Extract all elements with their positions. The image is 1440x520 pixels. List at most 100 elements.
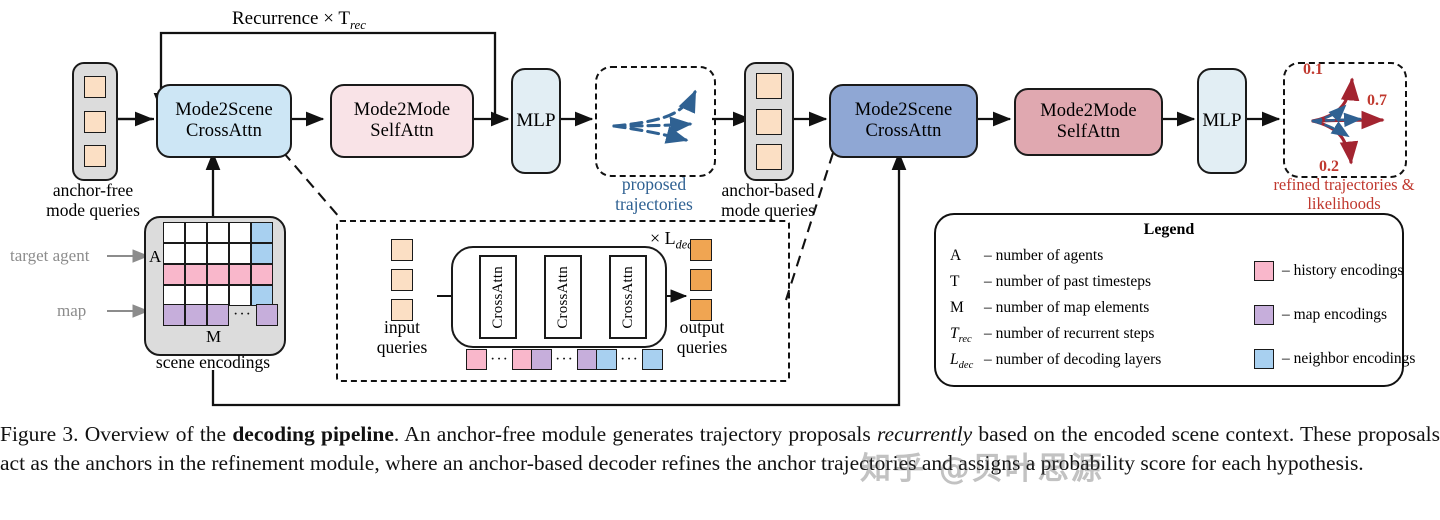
legend-symbol: A	[950, 247, 962, 264]
target-agent-label: target agent	[10, 246, 90, 265]
map-encoding-square	[185, 304, 207, 326]
input-query-square	[391, 269, 413, 291]
neighbor-swatch	[1254, 349, 1274, 369]
grid-cell-neighbor	[251, 243, 273, 264]
block-line-2: CrossAttn	[186, 121, 262, 141]
mode-query-square	[84, 144, 106, 167]
input-queries-stack	[391, 239, 413, 321]
mlp-label: MLP	[1202, 110, 1242, 132]
mlp-label: MLP	[516, 110, 556, 132]
refined-trajectories-box	[1283, 62, 1407, 178]
mode-query-square	[84, 76, 106, 99]
grid-cell-neighbor	[251, 222, 273, 243]
block-line-1: Mode2Scene	[175, 100, 273, 121]
mlp-1[interactable]: MLP	[511, 68, 561, 174]
map-encoding-square	[255, 304, 278, 326]
legend-box: Legend A – number of agents T – number o…	[934, 213, 1415, 387]
legend-text: – number of recurrent steps	[984, 325, 1155, 342]
figure-caption: Figure 3. Overview of the decoding pipel…	[0, 420, 1440, 477]
legend-text: – number of past timesteps	[984, 273, 1152, 290]
grid-cell	[207, 222, 229, 243]
grid-cell	[229, 243, 251, 264]
mode-query-square	[84, 110, 106, 133]
legend-swatch-text: – map encodings	[1282, 306, 1388, 323]
legend-row: Ldec – number of decoding layers	[950, 351, 1240, 377]
grid-cell	[229, 222, 251, 243]
recurrence-text: Recurrence × T	[232, 8, 350, 29]
map-label: map	[57, 301, 87, 320]
grid-cell	[185, 222, 207, 243]
legend-row: T – number of past timesteps	[950, 273, 1240, 299]
mode2mode-selfattn-2[interactable]: Mode2Mode SelfAttn	[1014, 88, 1163, 156]
legend-symbol: Ldec	[950, 351, 974, 372]
output-query-square	[690, 299, 712, 321]
caption-prefix: Figure 3. Overview of the	[0, 422, 233, 446]
refined-trajectories-label: refined trajectories & likelihoods	[1273, 175, 1415, 213]
legend-symbol: Trec	[950, 325, 972, 346]
crossattn-block-3[interactable]: CrossAttn	[609, 255, 647, 339]
axis-label-M: M	[206, 327, 222, 346]
crossattn-block-1[interactable]: CrossAttn	[479, 255, 517, 339]
input-query-square	[391, 299, 413, 321]
proposed-trajectories-label: proposed trajectories	[615, 174, 693, 214]
history-token-pair: ···	[466, 349, 533, 370]
ldec-subscript: dec	[675, 237, 693, 252]
output-query-square	[690, 239, 712, 261]
output-queries-label: output queries	[676, 317, 728, 357]
block-line-1: Mode2Mode	[353, 100, 451, 121]
scene-encodings-label: scene encodings	[155, 352, 271, 372]
output-queries-stack	[690, 239, 712, 321]
decoder-detail-box	[336, 220, 790, 382]
caption-part3: based on the encoded scene context. Thes…	[0, 422, 1440, 475]
legend-text: – number of agents	[984, 247, 1104, 264]
likelihood-right: 0.7	[1367, 92, 1387, 109]
crossattn-block-2[interactable]: CrossAttn	[544, 255, 582, 339]
grid-cell	[163, 243, 185, 264]
caption-part2: . An anchor-free module generates trajec…	[393, 422, 877, 446]
grid-cell-history	[163, 264, 185, 285]
grid-cell	[163, 222, 185, 243]
anchor-query-square	[756, 108, 782, 135]
legend-row: A – number of agents	[950, 247, 1240, 273]
input-query-square	[391, 239, 413, 261]
legend-symbol-column: A – number of agents T – number of past …	[950, 247, 1240, 377]
legend-symbol: M	[950, 299, 964, 316]
token-ellipsis: ···	[490, 350, 509, 368]
token-ellipsis: ···	[620, 350, 639, 368]
map-swatch	[1254, 305, 1274, 325]
grid-cell-history	[251, 264, 273, 285]
grid-cell	[185, 243, 207, 264]
history-token	[466, 349, 487, 370]
anchor-free-mode-queries[interactable]	[72, 62, 118, 181]
history-token	[511, 349, 533, 370]
input-queries-label: input queries	[376, 317, 428, 357]
grid-cell-history	[229, 264, 251, 285]
caption-italic: recurrently	[876, 422, 973, 446]
map-token-pair: ···	[531, 349, 598, 370]
grid-cell	[185, 285, 207, 306]
mode2scene-crossattn-2[interactable]: Mode2Scene CrossAttn	[829, 84, 978, 158]
caption-bold: decoding pipeline	[232, 422, 394, 446]
ldec-label: × Ldec	[650, 228, 693, 253]
mlp-2[interactable]: MLP	[1197, 68, 1247, 174]
legend-swatch-row: – history encodings	[1254, 251, 1415, 291]
block-line-1: Mode2Scene	[854, 100, 953, 121]
anchor-based-mode-queries[interactable]	[744, 62, 794, 181]
mode2scene-crossattn-1[interactable]: Mode2Scene CrossAttn	[156, 84, 292, 158]
mode2mode-selfattn-1[interactable]: Mode2Mode SelfAttn	[330, 84, 474, 158]
legend-swatch-row: – neighbor encodings	[1254, 339, 1415, 379]
anchor-free-queries-label: anchor-free mode queries	[46, 180, 140, 220]
grid-cell-history	[185, 264, 207, 285]
legend-row: M – number of map elements	[950, 299, 1240, 325]
likelihood-top: 0.1	[1303, 61, 1323, 78]
output-query-square	[690, 269, 712, 291]
grid-cell	[163, 285, 185, 306]
anchor-based-queries-label: anchor-based mode queries	[721, 180, 815, 220]
grid-cell	[207, 285, 229, 306]
recurrence-label: Recurrence × Trec	[232, 8, 366, 33]
legend-swatch-column: – history encodings – map encodings – ne…	[1254, 251, 1415, 379]
block-line-2: SelfAttn	[1056, 122, 1121, 142]
anchor-query-square	[756, 143, 782, 170]
legend-row: Trec – number of recurrent steps	[950, 325, 1240, 351]
map-encoding-square	[163, 304, 185, 326]
